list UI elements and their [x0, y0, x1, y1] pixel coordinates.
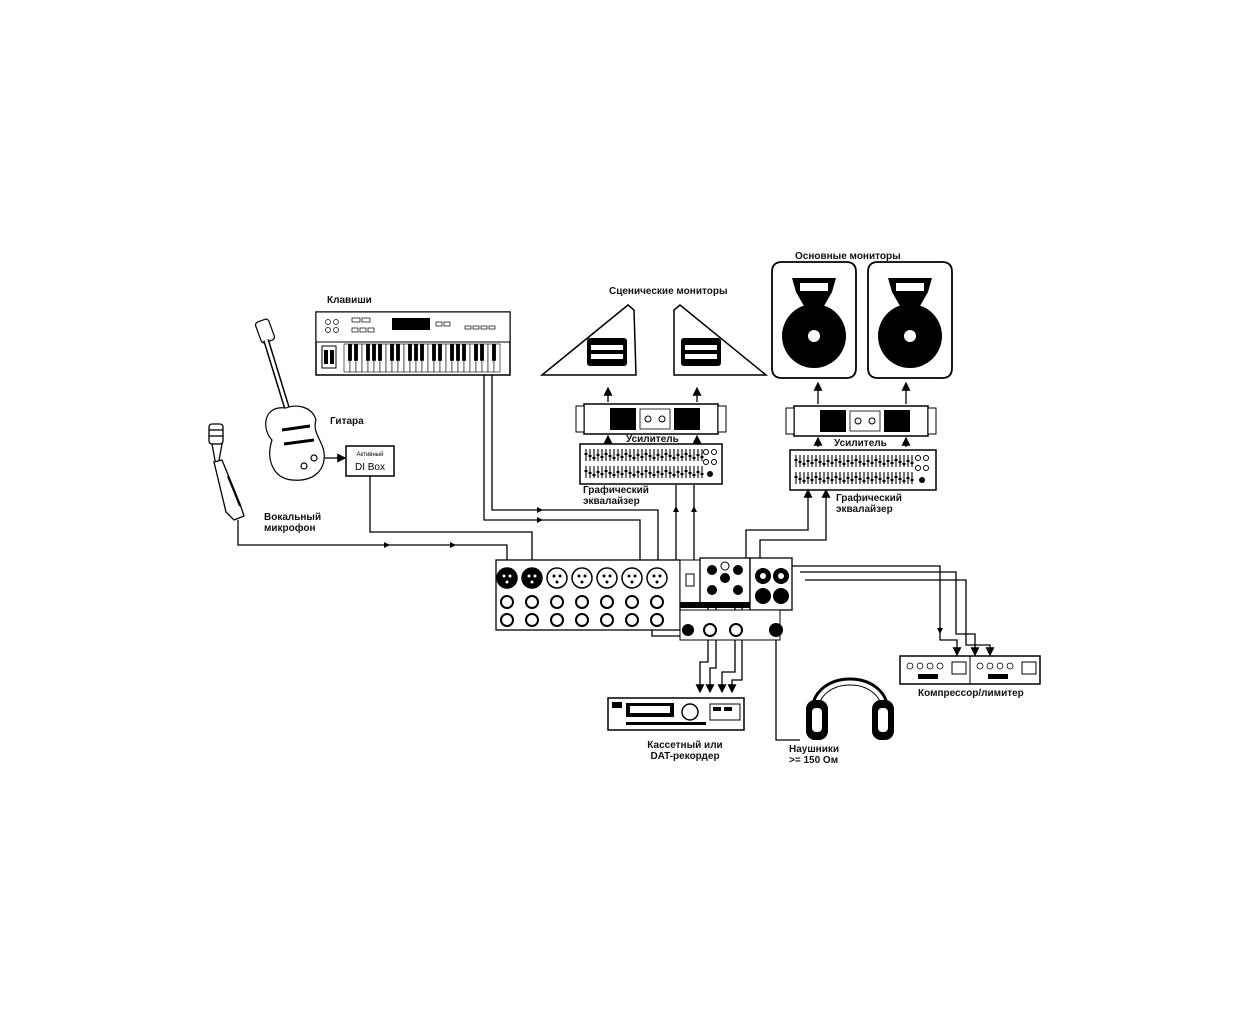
dibox-cable [369, 476, 533, 566]
compressor-label: Компрессор/лимитер [918, 688, 1024, 699]
headphones-device [806, 677, 894, 740]
microphone-device [208, 423, 245, 521]
mic-label-line2: микрофон [264, 523, 316, 534]
main-monitor-right [867, 261, 953, 379]
headphone-cable [775, 630, 800, 741]
di-box: Активный DI Box [345, 445, 395, 477]
cassette-recorder [607, 697, 745, 731]
cables [237, 374, 995, 741]
headphones-label-line2: >= 150 Ом [789, 755, 839, 766]
graphic-eq-left [579, 443, 723, 485]
stage-monitor-right [673, 304, 769, 376]
recorder-label-line2: DAT-рекордер [650, 751, 720, 762]
mic-label-line1: Вокальный [264, 512, 322, 523]
stage-monitors-label: Сценические мониторы [609, 286, 728, 297]
headphones-label-line1: Наушники [789, 744, 840, 755]
di-box-top-label: Активный [357, 451, 384, 458]
main-send-2 [759, 488, 831, 566]
guitar-label: Гитара [330, 416, 364, 427]
stage-monitor-left [539, 304, 637, 376]
amp-left-label: Усилитель [626, 434, 679, 445]
keyboard-label: Клавиши [327, 295, 372, 306]
amp-right-label: Усилитель [834, 438, 887, 449]
keyboard-cable-2 [491, 374, 659, 566]
keyboard-device [315, 311, 511, 376]
mixer-rear-panel [495, 557, 793, 641]
guitar-device [254, 318, 325, 481]
eq-right-label-line2: эквалайзер [836, 504, 893, 515]
insert-cable-3 [805, 579, 995, 657]
compressor-limiter [899, 655, 1041, 685]
main-monitors-label: Основные мониторы [795, 251, 901, 262]
tape-cable-4 [727, 606, 743, 694]
di-box-main-label: DI Box [355, 462, 385, 473]
recorder-label-line1: Кассетный или [647, 740, 723, 751]
graphic-eq-right [789, 449, 937, 491]
amplifier-left [575, 403, 727, 435]
insert-cable-2 [800, 571, 980, 657]
eq-left-label-line1: Графический [583, 485, 649, 496]
eq-right-label-line1: Графический [836, 493, 902, 504]
amplifier-right [785, 405, 937, 437]
insert-cable-1 [792, 565, 962, 657]
main-send-1 [745, 488, 813, 566]
mic-cable [237, 520, 508, 566]
keyboard-cable-1 [483, 374, 641, 566]
eq-left-label-line2: эквалайзер [583, 496, 640, 507]
main-monitor-left [771, 261, 857, 379]
keyboard-keys [343, 343, 501, 373]
